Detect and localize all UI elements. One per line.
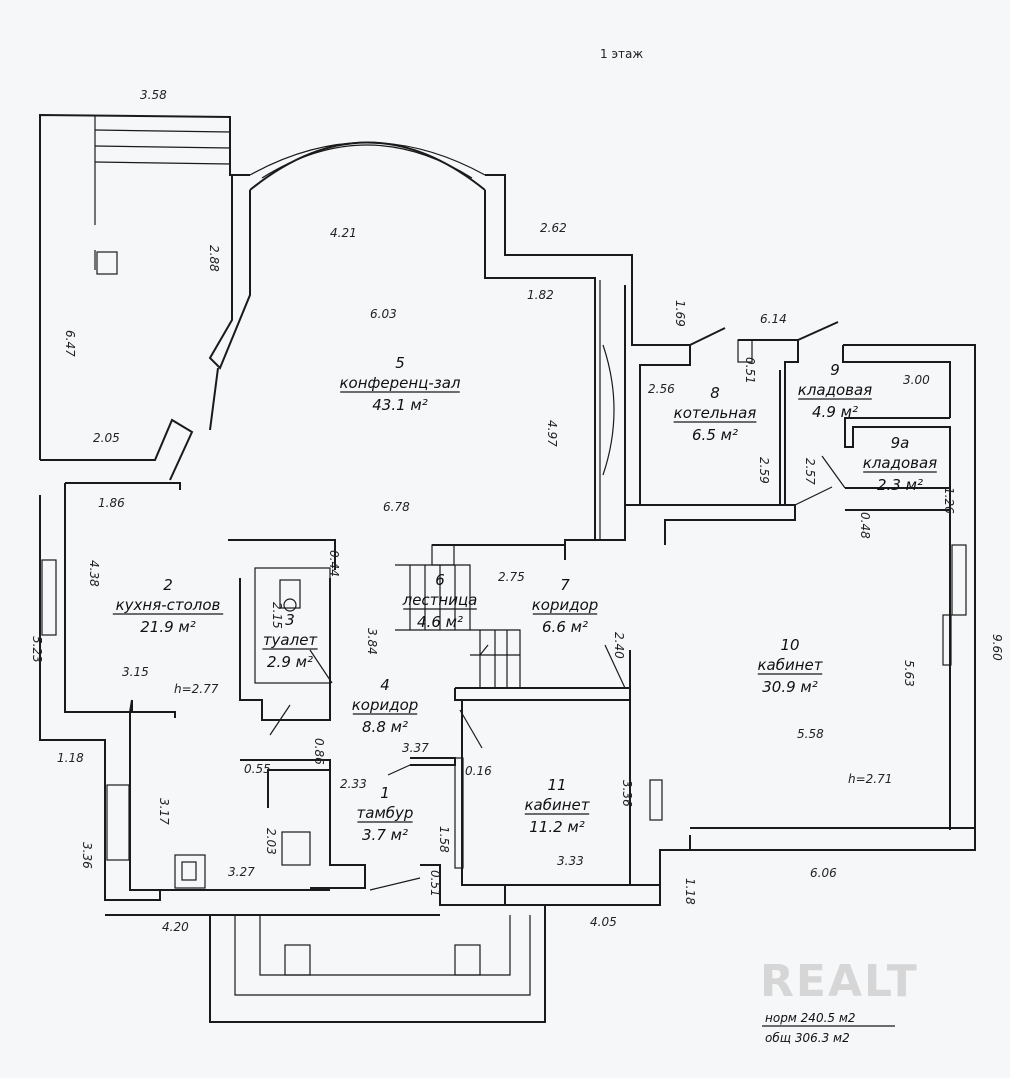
- dimension-label: 6.47: [63, 330, 77, 357]
- room-area: 3.7 м²: [362, 826, 408, 844]
- room-labels: 5 конференц-зал 43.1 м² 2 кухня-столов 21.9 м…: [112, 354, 937, 844]
- room-area: 8.8 м²: [362, 718, 408, 736]
- room-name: кабинет: [757, 656, 823, 674]
- dimension-label: 1.86: [98, 496, 125, 510]
- room-area: 4.9 м²: [812, 403, 858, 421]
- dimension-label: 4.21: [330, 226, 357, 240]
- room-name: кладовая: [798, 381, 872, 399]
- dimension-label: 1.82: [527, 288, 554, 302]
- dimension-label: h=2.77: [174, 682, 219, 696]
- dimension-label: 6.78: [383, 500, 410, 514]
- dimension-label: 6.14: [760, 312, 787, 326]
- dimension-label: 0.48: [858, 512, 872, 539]
- dimension-label: 1.26: [942, 487, 956, 514]
- dimension-label: h=2.71: [848, 772, 892, 786]
- dimension-label: 9.60: [990, 634, 1004, 661]
- walls: [39, 113, 976, 1023]
- dimension-label: 3.00: [903, 373, 930, 387]
- dimension-label: 5.63: [902, 660, 916, 687]
- dimension-label: 2.57: [803, 458, 817, 485]
- dimension-label: 3.15: [122, 665, 149, 679]
- dimension-label: 6.06: [810, 866, 837, 880]
- room-name: коридор: [532, 596, 599, 614]
- room-area: 4.6 м²: [417, 613, 463, 631]
- dimension-label: 4.97: [545, 420, 559, 447]
- room-number: 10: [780, 636, 799, 654]
- norm-area: норм 240.5 м2: [765, 1011, 856, 1025]
- room-number: 5: [395, 354, 405, 372]
- dimension-label: 2.05: [93, 431, 120, 445]
- dimension-label: 2.59: [757, 457, 771, 484]
- dimension-label: 3.36: [80, 842, 94, 869]
- room-number: 1: [380, 784, 390, 802]
- dimension-label: 6.03: [370, 307, 397, 321]
- room-area: 21.9 м²: [140, 618, 196, 636]
- dimension-label: 2.40: [612, 632, 626, 659]
- dimension-label: 4.05: [590, 915, 617, 929]
- dimension-label: 3.33: [557, 854, 584, 868]
- dimension-label: 1.58: [437, 826, 451, 853]
- room-number: 7: [560, 576, 570, 594]
- dimension-label: 4.20: [162, 920, 189, 934]
- dimension-label: 4.38: [87, 560, 101, 587]
- dimension-label: 0.44: [327, 550, 341, 577]
- dimension-label: 2.15: [270, 602, 284, 629]
- dimension-label: 3.84: [365, 628, 379, 655]
- room-name: кладовая: [863, 454, 937, 472]
- realt-watermark: REALT: [760, 956, 919, 1007]
- room-number: 11: [547, 776, 566, 794]
- room-number: 2: [163, 576, 173, 594]
- room-name: коридор: [352, 696, 419, 714]
- total-area: общ 306.3 м2: [765, 1031, 850, 1045]
- dimension-label: 2.62: [540, 221, 567, 235]
- dimension-label: 0.51: [428, 870, 442, 897]
- room-area: 30.9 м²: [762, 678, 818, 696]
- dimension-label: 0.16: [465, 764, 492, 778]
- dimension-label: 2.33: [340, 777, 367, 791]
- room-area: 2.9 м²: [267, 653, 313, 671]
- room-name: котельная: [674, 404, 757, 422]
- dimension-label: 2.03: [264, 828, 278, 855]
- room-number: 9а: [891, 434, 910, 452]
- dimension-label: 3.58: [140, 88, 167, 102]
- room-name: конференц-зал: [339, 374, 460, 392]
- dimension-label: 5.23: [30, 636, 44, 663]
- dimension-label: 1.18: [57, 751, 84, 765]
- room-area: 2.3 м²: [877, 476, 923, 494]
- dimension-label: 0.86: [312, 738, 326, 765]
- dimension-label: 1.69: [673, 300, 687, 327]
- room-area: 6.6 м²: [542, 618, 588, 636]
- room-number: 8: [710, 384, 720, 402]
- room-area: 6.5 м²: [692, 426, 738, 444]
- room-number: 6: [435, 571, 445, 589]
- dimension-label: 2.56: [648, 382, 675, 396]
- room-number: 9: [830, 361, 840, 379]
- dimension-label: 3.17: [157, 798, 171, 825]
- room-area: 11.2 м²: [529, 818, 585, 836]
- room-number: 4: [380, 676, 390, 694]
- room-area: 43.1 м²: [372, 396, 428, 414]
- dimension-label: 3.27: [228, 865, 255, 879]
- dimension-label: 1.18: [683, 878, 697, 905]
- dimension-label: 0.51: [743, 357, 757, 384]
- dimension-label: 3.37: [402, 741, 429, 755]
- dimension-label: 5.58: [797, 727, 824, 741]
- room-number: 3: [285, 611, 295, 629]
- room-name: кухня-столов: [116, 596, 221, 614]
- room-name: лестница: [402, 591, 478, 609]
- room-name: кабинет: [524, 796, 590, 814]
- dimension-label: 3.36: [620, 780, 634, 807]
- dimension-label: 2.75: [498, 570, 525, 584]
- room-name: тамбур: [357, 804, 414, 822]
- floor-title: 1 этаж: [600, 47, 643, 61]
- dimension-labels: 3.58 2.88 4.21 2.62 6.47 6.03 1.82 1.69 6.14 2.05…: [30, 88, 1004, 934]
- dimension-label: 2.88: [207, 245, 221, 272]
- dimension-label: 0.55: [244, 762, 271, 776]
- room-name: туалет: [263, 631, 319, 649]
